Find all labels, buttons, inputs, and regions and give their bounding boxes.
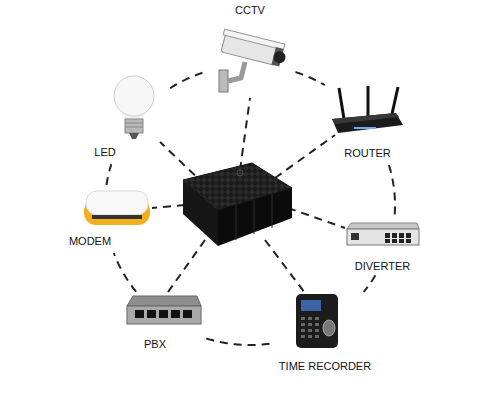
spoke-lines-part <box>240 98 250 170</box>
cctv-camera-part <box>228 62 245 81</box>
mini-ups-box-part <box>183 180 218 246</box>
router-device-part <box>354 127 376 129</box>
mini-ups-box-part-part <box>236 205 237 240</box>
time-recorder-device-part-part <box>301 323 305 326</box>
led-bulb-part <box>125 127 143 128</box>
pbx-switch-part <box>159 310 168 318</box>
spoke-lines-part <box>168 240 205 292</box>
device-node: TIME RECORDER <box>270 292 380 380</box>
ring-connector <box>389 165 395 215</box>
diverter-device-part <box>406 233 411 238</box>
time-recorder-device-part <box>301 300 321 311</box>
diverter-device-part <box>399 239 404 243</box>
cctv-camera-part-part <box>223 29 285 50</box>
cctv-camera-part <box>219 29 289 67</box>
ring-connector <box>114 253 136 292</box>
diverter-device-part <box>385 233 390 238</box>
time-recorder-device-part-part <box>301 317 305 320</box>
device-label: MODEM <box>60 235 120 248</box>
device-label: PBX <box>115 338 195 351</box>
led-bulb-part <box>125 119 143 133</box>
pbx-switch-part <box>171 310 180 318</box>
mini-ups-box-part <box>237 170 243 176</box>
diverter-device-part <box>392 239 397 243</box>
device-node: MODEM <box>60 185 155 253</box>
spoke-lines-part <box>288 208 345 228</box>
cctv-camera-part-part <box>272 50 287 65</box>
cctv-camera <box>219 29 289 92</box>
time-recorder-device-part-part <box>301 335 305 338</box>
time-recorder-device-part-part <box>301 329 305 332</box>
time-recorder-device-part-part <box>308 317 312 320</box>
mini-ups-box-part-part <box>254 200 255 234</box>
ring-connector <box>206 338 270 345</box>
device-node: PBX <box>115 292 205 354</box>
mini-ups-box-part-part <box>272 194 273 228</box>
ring-connector <box>170 72 204 88</box>
time-recorder-device-part-part <box>308 323 312 326</box>
device-node: DIVERTER <box>340 215 425 275</box>
router-device-part <box>332 113 403 133</box>
spoke-lines <box>152 98 345 293</box>
led-bulb-part <box>114 76 154 116</box>
modem-device-part <box>92 215 142 219</box>
time-recorder-device-part-part <box>315 335 319 338</box>
pbx-switch-part <box>127 296 201 306</box>
modem-device <box>84 191 150 225</box>
router-device-part <box>332 113 399 124</box>
spoke-lines-part <box>265 240 305 293</box>
time-recorder-device <box>296 294 338 348</box>
mini-ups-box-part <box>218 188 292 246</box>
time-recorder-device-part-part <box>308 329 312 332</box>
device-label: CCTV <box>205 4 295 17</box>
pbx-switch <box>127 296 201 324</box>
pbx-switch-part <box>127 306 201 324</box>
device-label: TIME RECORDER <box>270 360 380 373</box>
device-label: DIVERTER <box>340 260 425 273</box>
device-label: LED <box>80 146 130 159</box>
pbx-switch-part <box>147 310 156 318</box>
led-bulb-part <box>125 123 143 124</box>
time-recorder-device-part-part <box>308 335 312 338</box>
diverter-device-part <box>351 233 359 240</box>
pbx-switch-part <box>135 310 144 318</box>
time-recorder-device-part-part <box>315 317 319 320</box>
device-node: CCTV <box>205 4 295 100</box>
router-device-part <box>367 86 370 116</box>
ring-connector <box>296 72 325 85</box>
mini-ups-box <box>183 163 292 246</box>
device-label: ROUTER <box>325 147 410 160</box>
pbx-switch-part <box>183 310 192 318</box>
spoke-lines-part <box>275 135 335 178</box>
diverter-device-part <box>406 239 411 243</box>
time-recorder-device-part <box>296 294 338 348</box>
ring-connector <box>107 164 112 185</box>
diverter-device-part <box>399 233 404 238</box>
diverter-device-part <box>385 239 390 243</box>
mini-ups-box-part <box>236 194 272 240</box>
device-node: ROUTER <box>325 85 410 165</box>
router-device-part <box>339 88 344 119</box>
spoke-lines-part <box>152 205 185 208</box>
device-node: LED <box>80 72 170 164</box>
diverter-device <box>347 223 419 245</box>
diverter-device-part <box>347 229 419 245</box>
router-device-part <box>392 87 398 114</box>
diverter-device-part <box>392 233 397 238</box>
time-recorder-device-part-part <box>315 329 319 332</box>
cctv-camera-part <box>219 70 228 92</box>
diverter-device-part <box>347 223 419 229</box>
ring-connector <box>364 275 376 292</box>
modem-device-part <box>86 191 148 215</box>
led-bulb-part <box>129 133 139 139</box>
led-bulb <box>114 76 154 139</box>
time-recorder-device-part <box>301 317 319 338</box>
router-device <box>332 86 403 133</box>
time-recorder-device-part <box>323 320 335 336</box>
time-recorder-device-part-part <box>315 323 319 326</box>
